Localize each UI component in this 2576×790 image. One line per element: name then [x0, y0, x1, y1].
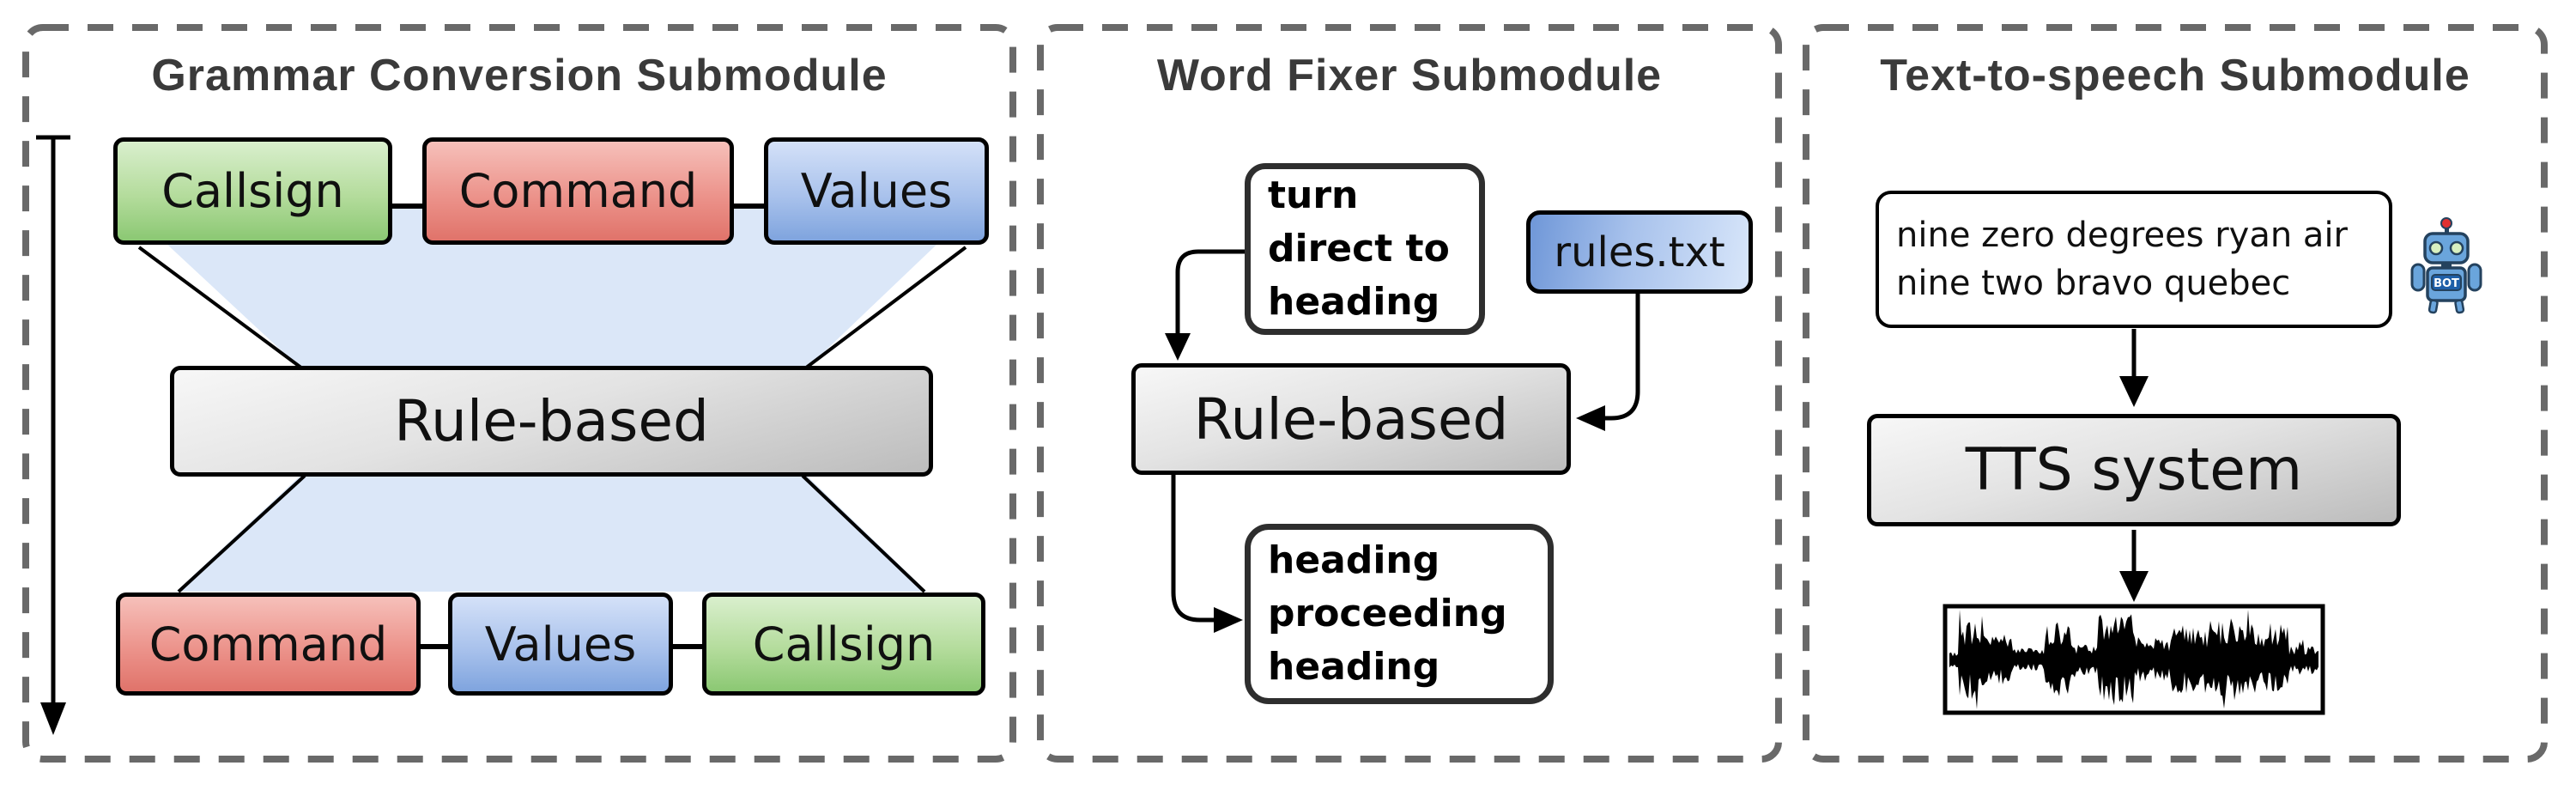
values-bottom-box: Values [448, 592, 673, 696]
top-to-bottom-flow-arrow [36, 135, 70, 735]
command-top-box: Command [422, 137, 734, 245]
tts-arrows [2119, 329, 2149, 602]
rules-file-box: rules.txt [1526, 210, 1753, 294]
tts-system-box: TTS system [1867, 414, 2401, 526]
output-line: heading [1268, 538, 1440, 582]
funnel-top-shape [129, 209, 974, 368]
word-fixer-rule-based-box: Rule-based [1131, 363, 1571, 475]
output-line: heading [1268, 645, 1440, 689]
callsign-top-box: Callsign [113, 137, 392, 245]
command-bottom-box: Command [116, 592, 421, 696]
tts-panel-title: Text-to-speech Submodule [1880, 51, 2470, 100]
word-fixer-input-box: turn direct to heading [1245, 163, 1485, 335]
grammar-panel-title: Grammar Conversion Submodule [151, 51, 888, 100]
audio-waveform [1949, 610, 2318, 709]
word-fixer-panel-title: Word Fixer Submodule [1156, 51, 1663, 100]
callsign-bottom-box: Callsign [702, 592, 985, 696]
row-connectors [392, 204, 764, 649]
output-line: proceeding [1268, 592, 1507, 635]
input-line: turn [1268, 173, 1359, 217]
funnel-bottom-shape [176, 474, 927, 592]
word-fixer-arrowheads [1165, 333, 1605, 633]
values-top-box: Values [764, 137, 989, 245]
tts-input-line: nine two bravo quebec [1896, 264, 2291, 303]
funnel-edges [137, 246, 967, 593]
tts-input-text-box: nine zero degrees ryan air nine two brav… [1876, 191, 2392, 328]
robot-icon: BOT [2410, 217, 2482, 314]
grammar-rule-based-box: Rule-based [170, 366, 933, 477]
tts-input-line: nine zero degrees ryan air [1896, 216, 2348, 255]
word-fixer-arrow-paths [1171, 249, 1640, 623]
input-line: heading [1268, 280, 1440, 324]
word-fixer-output-box: heading proceeding heading [1245, 524, 1554, 704]
word-fixer-panel-border [1037, 24, 1782, 763]
tts-panel-border [1803, 24, 2548, 763]
input-line: direct to [1268, 227, 1450, 270]
robot-chest-label: BOT [2434, 277, 2459, 290]
